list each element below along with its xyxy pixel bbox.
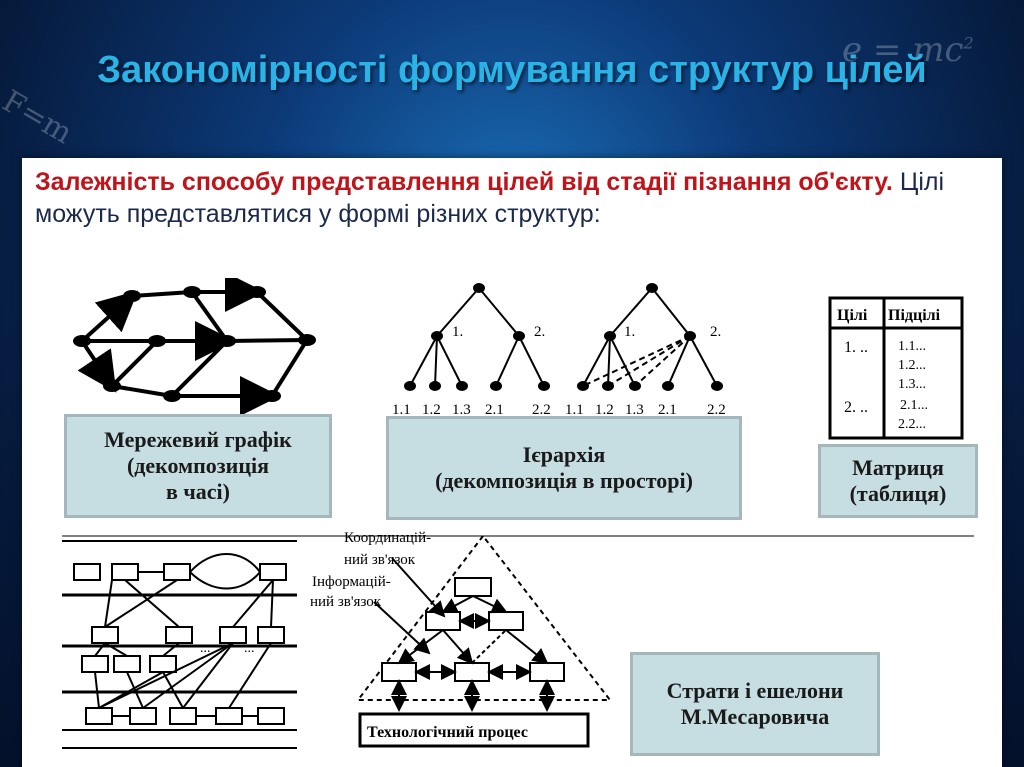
strata-label-line1: Страти і ешелони: [666, 678, 844, 703]
tree2-leaf-2-1: 2.1: [658, 402, 677, 418]
network-nodes: [73, 286, 316, 402]
tree1-leaf-1-1: 1.1: [392, 402, 411, 418]
strata-triangle: [355, 534, 613, 748]
tree2-leaf-1-2: 1.2: [595, 402, 614, 418]
lead-paragraph: Залежність способу представлення цілей в…: [35, 166, 985, 230]
structures-diagram: 1. 2. 1.1 1.2 1.3 2.1 2.2: [62, 272, 974, 749]
coord-link-line1: Координацій-: [344, 530, 431, 546]
strata-label-line2: М.Месаровича: [680, 704, 830, 729]
tree1-node-1-label: 1.: [452, 324, 463, 340]
lead-rest-text: Цілі можуть представлятися у формі різни…: [35, 168, 945, 228]
network-label-line3: в часі): [165, 479, 230, 504]
lead-bold-text: Залежність способу представлення цілей в…: [35, 168, 893, 196]
hierarchy-tree-1: [409, 287, 545, 387]
matrix-table: [828, 296, 964, 440]
info-link-line1: Інформацій-: [312, 574, 391, 590]
coord-link-line2: ний зв'язок: [344, 552, 416, 568]
tree1-leaf-labels: 1.1 1.2 1.3 2.1 2.2: [392, 402, 551, 418]
schedule-diagram: [62, 540, 297, 749]
network-label-box: Мережевий графік (декомпозиція в часі): [64, 414, 332, 518]
schedule-dots-1: ...: [200, 641, 211, 656]
network-label-line1: Мережевий графік: [104, 427, 292, 452]
network-label-line2: (декомпозиція: [126, 453, 270, 478]
slide-title: Закономірності формування структур цілей: [97, 49, 927, 91]
tree1-leaf-1-3: 1.3: [452, 402, 471, 418]
tree1-leaf-2-2: 2.2: [532, 402, 551, 418]
matrix-goal-1: 1. ..: [844, 339, 868, 356]
matrix-content: Цілі Підцілі 1. .. 2. .. 1.1... 1.2... 1…: [837, 307, 941, 432]
matrix-subgoal-5: 2.2...: [898, 417, 926, 432]
tree2-leaf-1-1: 1.1: [565, 402, 584, 418]
tree2-node-2-label: 2.: [710, 324, 721, 340]
hierarchy-label-line2: (декомпозиція в просторі): [435, 468, 693, 493]
hierarchy-label-box: Ієрархія (декомпозиція в просторі): [386, 416, 742, 520]
strata-labels: Координацій- ний зв'язок Інформацій- ний…: [310, 530, 528, 741]
matrix-label-line2: (таблиця): [849, 481, 947, 506]
tree2-node-1-label: 1.: [624, 324, 635, 340]
tree2-leaf-labels: 1.1 1.2 1.3 2.1 2.2: [565, 402, 726, 418]
tree1-node-2-label: 2.: [534, 324, 545, 340]
hierarchy-tree-2-nodes: [577, 283, 723, 391]
matrix-label-box: Матриця (таблиця): [818, 444, 978, 518]
strata-label-box: Страти і ешелони М.Месаровича: [630, 652, 880, 756]
matrix-col2-header: Підцілі: [888, 307, 941, 324]
matrix-goal-2: 2. ..: [844, 399, 868, 416]
structures-figure: 1. 2. 1.1 1.2 1.3 2.1 2.2: [62, 272, 984, 760]
tree1-leaf-1-2: 1.2: [422, 402, 441, 418]
matrix-col1-header: Цілі: [837, 307, 868, 324]
schedule-dots-2: ...: [244, 641, 255, 656]
network-graph: [77, 272, 309, 416]
hierarchy-tree-2-dashed: [582, 335, 691, 387]
hierarchy-label-line1: Ієрархія: [522, 442, 606, 467]
hierarchy-tree-2: [582, 287, 718, 387]
formula-decoration: e = mc2: [842, 30, 974, 70]
tech-process-label: Технологічний процес: [367, 724, 528, 741]
matrix-subgoal-2: 1.2...: [898, 358, 926, 373]
matrix-subgoal-3: 1.3...: [898, 377, 926, 392]
tree1-leaf-2-1: 2.1: [485, 402, 504, 418]
hierarchy-tree-1-nodes: [404, 283, 550, 391]
info-link-line2: ний зв'язок: [310, 594, 382, 610]
matrix-subgoal-1: 1.1...: [898, 339, 926, 354]
tree2-leaf-2-2: 2.2: [707, 402, 726, 418]
matrix-subgoal-4: 2.1...: [900, 398, 928, 413]
tree2-leaf-1-3: 1.3: [625, 402, 644, 418]
matrix-label-line1: Матриця: [852, 455, 944, 480]
